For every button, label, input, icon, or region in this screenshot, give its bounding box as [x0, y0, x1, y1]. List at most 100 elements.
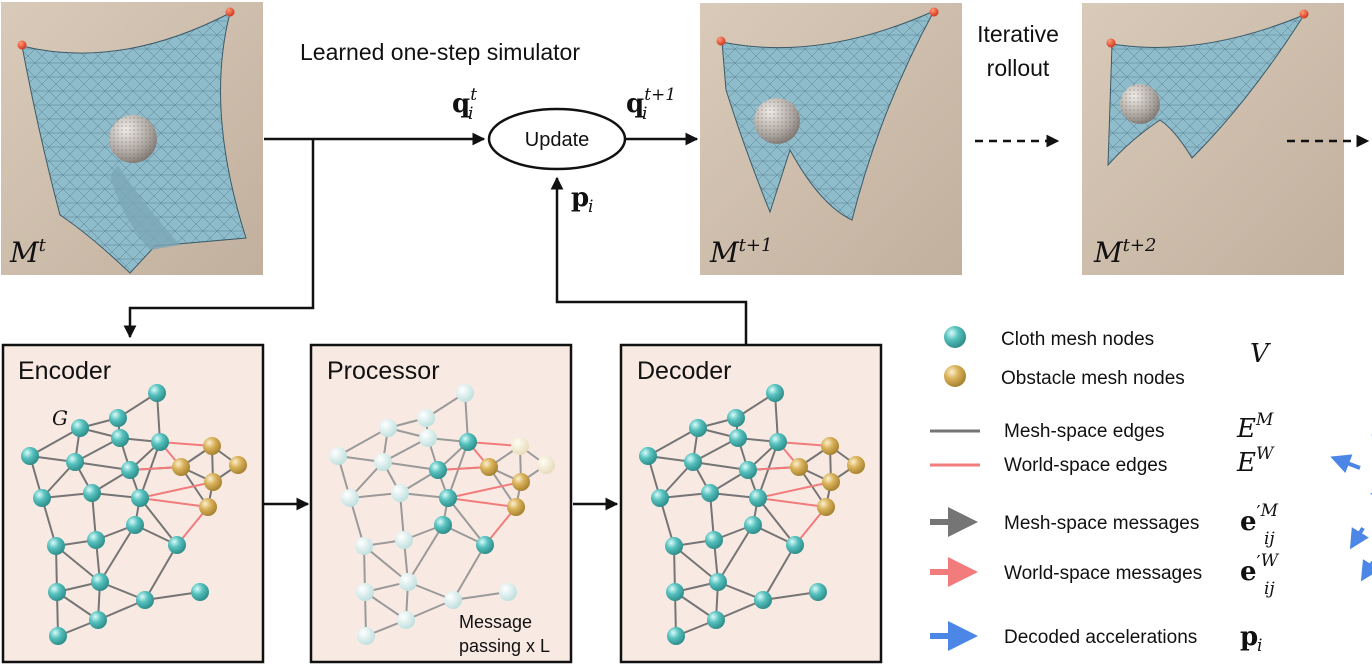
mesh-edge [29, 427, 81, 457]
to-encoder-arrow [123, 139, 315, 339]
cloth-node [355, 537, 373, 555]
mesh-t1-label: Mt+1 [709, 235, 772, 269]
mesh-edge [757, 441, 779, 499]
legend-world-edges-label: World-space edges [1004, 455, 1167, 476]
cloth-node [329, 447, 347, 465]
update-label: Update [525, 129, 590, 151]
decoder-to-update-arrow [550, 176, 748, 345]
legend-mesh-edges-label: Mesh-space edges [1004, 421, 1165, 442]
obstacle-node [821, 437, 839, 455]
cloth-node [809, 583, 827, 601]
mesh-edge [762, 591, 819, 601]
cloth-node [21, 447, 39, 465]
decoded-acceleration-arrow [1360, 559, 1372, 582]
cloth-node [126, 516, 144, 534]
mesh-edge [447, 497, 486, 546]
cloth-node [651, 489, 669, 507]
cloth-node [701, 484, 719, 502]
cloth-node [89, 611, 107, 629]
cloth-node [439, 489, 457, 507]
legend-p-subscript: i [1257, 636, 1262, 656]
p-subscript: i [588, 197, 593, 217]
legend-obstacle-label: Obstacle mesh nodes [1001, 368, 1185, 389]
cloth-node [744, 516, 762, 534]
legend-world-messages-label: World-space messages [1004, 563, 1202, 584]
obstacle-node [511, 437, 529, 455]
cloth-node [705, 531, 723, 549]
cloth-node [766, 384, 784, 402]
world-edge [447, 497, 517, 508]
cloth-node [151, 433, 169, 451]
mesh-t2-label: Mt+2 [1093, 235, 1156, 269]
cloth-node [131, 489, 149, 507]
processor-title: Processor [327, 357, 440, 385]
legend: Cloth mesh nodes Obstacle mesh nodes V M… [930, 326, 1280, 656]
cloth-node [499, 583, 517, 601]
cloth-node [391, 484, 409, 502]
obstacle-node [817, 498, 835, 516]
cloth-node [417, 409, 435, 427]
legend-e-m-subscript: ij [1264, 529, 1275, 549]
obstacle-node [847, 456, 865, 474]
mesh-edge [647, 427, 699, 457]
world-edge [757, 497, 827, 508]
cloth-node [639, 447, 657, 465]
cloth-node [87, 531, 105, 549]
mesh-edge [139, 441, 161, 499]
cloth-node [689, 419, 707, 437]
legend-p-symbol: p [1240, 622, 1258, 652]
message-passing-line1: Message [459, 612, 532, 632]
cloth-node [341, 489, 359, 507]
cloth-node [47, 537, 65, 555]
cloth-node [707, 611, 725, 629]
legend-obstacle-node-icon [944, 365, 966, 387]
cloth-node [356, 583, 374, 601]
legend-e-w-subscript: ij [1264, 579, 1275, 599]
cloth-node [379, 419, 397, 437]
mesh-edge [139, 497, 178, 546]
obstacle-node [790, 458, 808, 476]
cloth-node [399, 573, 417, 591]
decoded-acceleration-arrow [1349, 526, 1369, 550]
frame-t1-photo [700, 3, 962, 275]
cloth-node [666, 583, 684, 601]
cloth-node [727, 409, 745, 427]
obstacle-node [512, 473, 530, 491]
cloth-node [33, 489, 51, 507]
obstacle-node [229, 456, 247, 474]
frame-t2-photo [1082, 3, 1344, 275]
world-edge [757, 481, 832, 499]
cloth-node [357, 627, 375, 645]
cloth-node [136, 591, 154, 609]
cloth-node [121, 461, 139, 479]
cloth-node [395, 531, 413, 549]
p-label: p [571, 183, 589, 213]
encoder-graph [21, 384, 247, 645]
cloth-node [109, 409, 127, 427]
decoder-title: Decoder [637, 357, 732, 385]
cloth-node [667, 627, 685, 645]
mesh-t-label: Mt [9, 235, 47, 269]
legend-cloth-label: Cloth mesh nodes [1001, 329, 1154, 350]
cloth-node [49, 627, 67, 645]
cloth-node [429, 461, 447, 479]
cloth-node [111, 429, 129, 447]
cloth-node [48, 583, 66, 601]
cloth-node [148, 384, 166, 402]
mesh-edge [55, 545, 101, 583]
cloth-node [444, 591, 462, 609]
cloth-node [168, 536, 186, 554]
cloth-node [684, 453, 702, 471]
legend-cloth-node-icon [944, 326, 966, 348]
encoder-title: Encoder [18, 357, 111, 385]
legend-ew-symbol: EW [1236, 444, 1275, 478]
mesh-edge [144, 544, 178, 601]
mesh-edge [452, 544, 486, 601]
legend-e-w-symbol: e′W [1240, 551, 1280, 587]
obstacle-node [203, 437, 221, 455]
q-t-label: qt [452, 85, 477, 119]
cloth-node [665, 537, 683, 555]
obstacle-node [199, 498, 217, 516]
message-passing-line2: passing x L [459, 636, 550, 656]
